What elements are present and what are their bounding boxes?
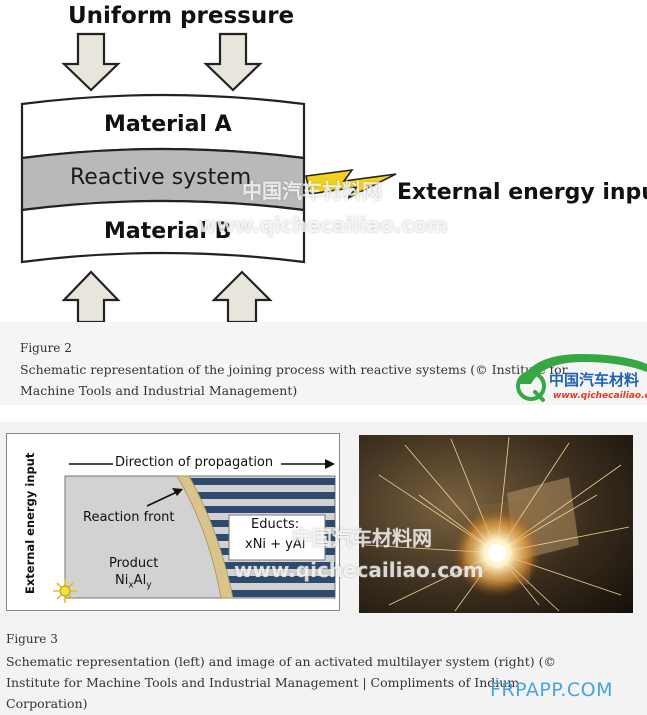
pressure-arrow-down-right: [203, 32, 263, 92]
external-energy-input-label: External energy input: [397, 180, 647, 205]
figure-3-title: Figure 3: [6, 632, 58, 646]
figure-3-caption-line-1: Schematic representation (left) and imag…: [6, 654, 556, 669]
product-formula: NixAly: [115, 573, 152, 591]
direction-of-propagation-label: Direction of propagation: [115, 455, 274, 470]
educts-box: [228, 514, 326, 561]
product-label: Product: [109, 556, 159, 571]
external-energy-input-vertical-label: External energy input: [23, 452, 37, 594]
educts-label: Educts:: [251, 517, 300, 532]
propagation-schematic: [53, 459, 336, 603]
figure-2: Uniform pressure Material A Reactive sys…: [0, 0, 647, 398]
activated-multilayer-photo: [359, 435, 633, 613]
watermark-url-2: www.qichecailiao.com: [234, 558, 484, 582]
pressure-arrow-up-left: [61, 270, 121, 324]
reaction-front-label: Reaction front: [83, 510, 175, 525]
reactive-system-label: Reactive system: [70, 165, 252, 190]
uniform-pressure-label: Uniform pressure: [68, 3, 295, 29]
multilayer-schematic-panel: Direction of propagation External energy…: [6, 433, 340, 611]
watermark-cn-2: 中国汽车材料网: [292, 526, 432, 550]
figure-3: Direction of propagation External energy…: [0, 422, 647, 715]
joining-process-schematic: [20, 32, 397, 324]
pressure-arrow-down-left: [61, 32, 121, 92]
figure-3-caption-line-2: Institute for Machine Tools and Industri…: [6, 675, 520, 690]
direction-arrowhead: [325, 459, 335, 469]
figure-2-caption-line-1: Schematic representation of the joining …: [20, 362, 568, 377]
sparks-photo-illustration: [359, 435, 633, 613]
figure-2-diagram: Uniform pressure Material A Reactive sys…: [0, 0, 647, 324]
logo-swoosh-icon: 中国汽车材料 www.qichecailiao.com: [516, 354, 647, 402]
material-b-label: Material B: [104, 219, 232, 244]
figure-3-caption-line-3: Corporation): [6, 696, 88, 711]
energy-lightning-icon: [305, 168, 397, 199]
reaction-front-arrowhead: [172, 488, 183, 496]
watermark-cn: 中国汽车材料网: [242, 179, 382, 203]
material-a-label: Material A: [104, 112, 232, 137]
energy-spark-icon: [53, 579, 77, 603]
figure-2-title: Figure 2: [20, 341, 72, 355]
frpapp-watermark: FRPAPP.COM: [490, 679, 613, 701]
pressure-arrow-up-right: [211, 270, 273, 324]
reaction-front-curve: [176, 475, 234, 599]
material-b-layer: [20, 199, 306, 264]
educts-formula: xNi + yAl: [245, 537, 306, 552]
qichecailiao-logo: 中国汽车材料 www.qichecailiao.com: [513, 348, 647, 404]
logo-cn-text: 中国汽车材料: [549, 371, 639, 389]
logo-url-text: www.qichecailiao.com: [553, 391, 647, 401]
figure-2-caption-line-2: Machine Tools and Industrial Management): [20, 383, 298, 398]
watermark-url: www.qichecailiao.com: [198, 213, 448, 237]
